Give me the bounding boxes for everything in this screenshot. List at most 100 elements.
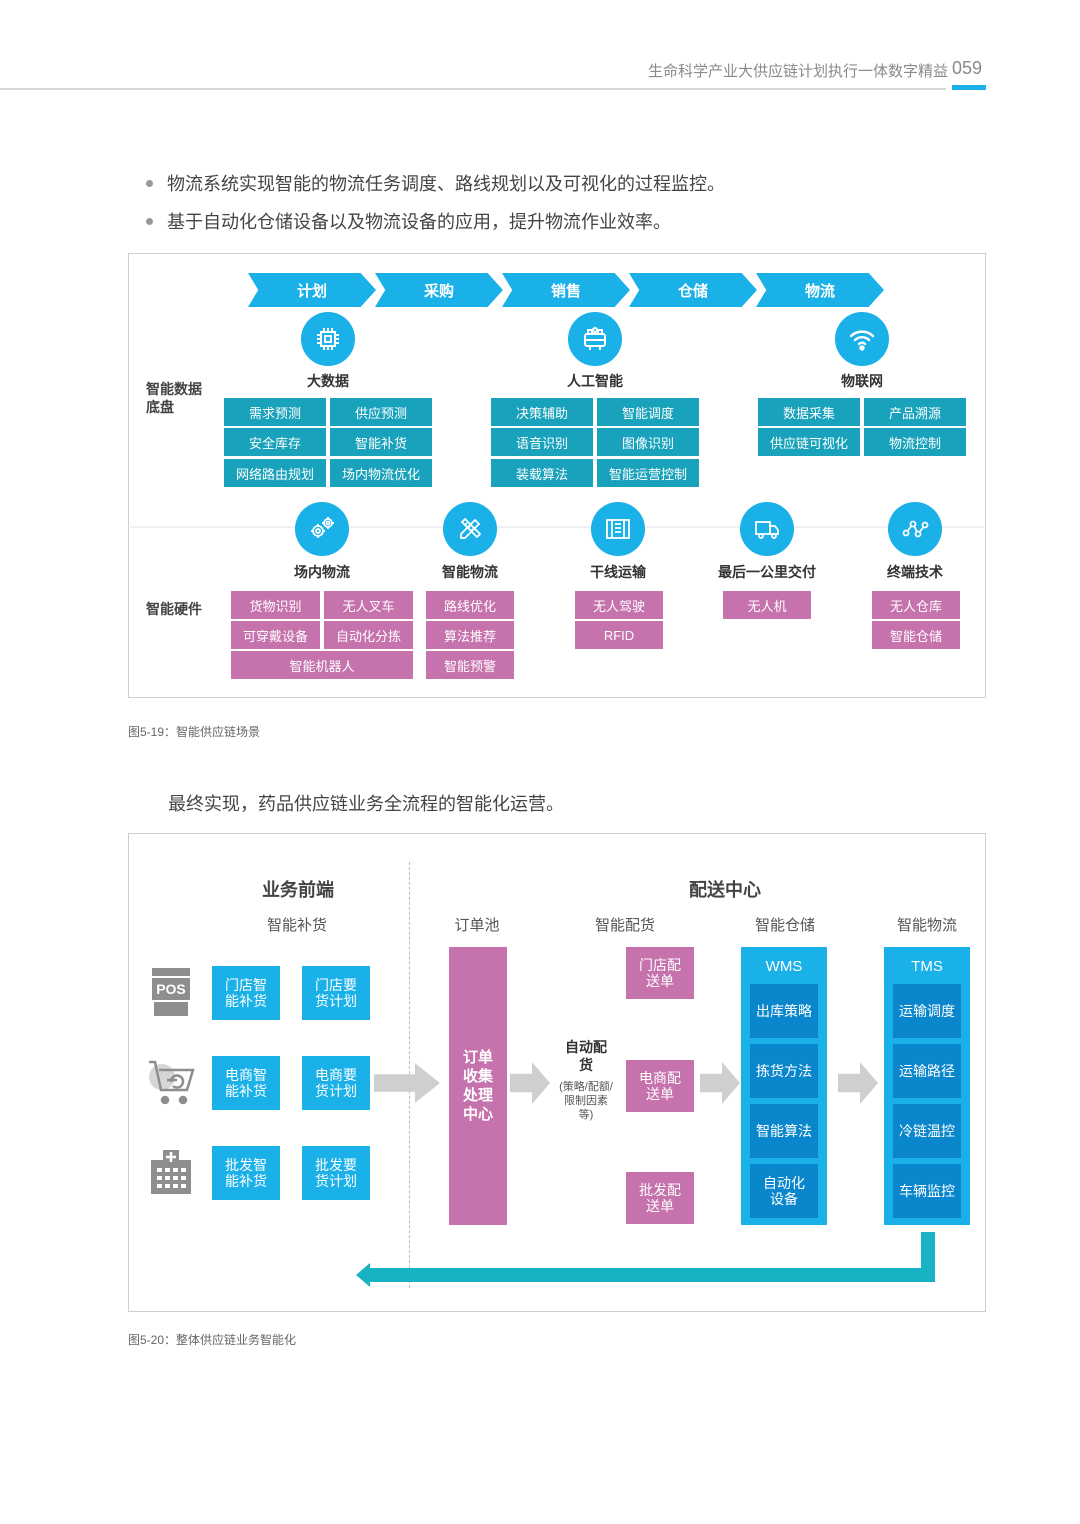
tag-box: 路线优化	[426, 591, 514, 619]
tag-box: 需求预测	[224, 398, 326, 426]
figure-caption: 图5-19：智能供应链场景	[128, 725, 261, 739]
bullet-text: 基于自动化仓储设备以及物流设备的应用，提升物流作业效率。	[167, 212, 671, 232]
chip-icon	[301, 312, 355, 366]
figure-caption: 图5-20：整体供应链业务智能化	[128, 1333, 297, 1347]
tag-box: 无人叉车	[324, 591, 413, 619]
tag-box: 智能补货	[330, 428, 432, 456]
tag-box: 无人驾驶	[575, 591, 663, 619]
column-title: 智能配货	[594, 917, 655, 934]
tag-box: 图像识别	[597, 428, 699, 456]
truck-icon	[740, 502, 794, 556]
group-title-last-mile: 最后一公里交付	[718, 564, 816, 580]
tms-item: 运输路径	[893, 1044, 961, 1098]
tag-box: 场内物流优化	[330, 459, 432, 487]
auto-distribution-note: (策略/配额/限制因素等)	[559, 1081, 613, 1121]
flow-step-storage: 仓储	[629, 273, 757, 307]
section-title-center: 配送中心	[689, 880, 761, 900]
tag-box: 产品溯源	[864, 398, 966, 426]
bullet-dot	[146, 179, 153, 187]
column-title: 智能仓储	[754, 917, 815, 934]
tag-box: 智能预警	[426, 651, 514, 679]
group-title-onsite-logistics: 场内物流	[294, 564, 350, 580]
wms-item: 智能算法	[750, 1104, 818, 1158]
pos-label: POS	[152, 978, 190, 1000]
bullet-item: 物流系统实现智能的物流任务调度、路线规划以及可视化的过程监控。	[146, 170, 725, 196]
section-divider	[130, 526, 984, 528]
tag-box: 物流控制	[864, 428, 966, 456]
flow-step-plan: 计划	[248, 273, 376, 307]
order-box: 电商配送单	[626, 1060, 694, 1112]
tag-box: 供应预测	[330, 398, 432, 426]
return-arrow-head	[356, 1263, 370, 1287]
tag-box: 智能机器人	[231, 651, 413, 679]
robot-icon	[568, 312, 622, 366]
wms-item: 出库策略	[750, 984, 818, 1038]
wms-item: 拣货方法	[750, 1044, 818, 1098]
tag-box: 无人机	[723, 591, 811, 619]
order-box: 批发配送单	[626, 1172, 694, 1224]
pos-icon: POS	[152, 968, 190, 1018]
tms-title: TMS	[911, 957, 943, 975]
tag-box: 智能运营控制	[597, 459, 699, 487]
pencil-ruler-icon	[443, 502, 497, 556]
wifi-icon	[835, 312, 889, 366]
front-box: 电商要货计划	[302, 1056, 370, 1110]
bullet-text: 物流系统实现智能的物流任务调度、路线规划以及可视化的过程监控。	[167, 174, 725, 194]
front-box: 批发要货计划	[302, 1146, 370, 1200]
group-title-trunk-transport: 干线运输	[590, 564, 646, 580]
wms-item: 自动化设备	[750, 1164, 818, 1218]
figure-overall-supply-chain	[128, 833, 986, 1312]
tms-item: 车辆监控	[893, 1164, 961, 1218]
group-title-smart-logistics: 智能物流	[442, 564, 498, 580]
hospital-icon	[148, 1148, 194, 1196]
flow-step-sales: 销售	[502, 273, 630, 307]
flow-step-logistics: 物流	[756, 273, 884, 307]
group-title-terminal-tech: 终端技术	[887, 564, 943, 580]
container-icon	[591, 502, 645, 556]
group-title-iot: 物联网	[841, 373, 883, 389]
paragraph: 最终实现，药品供应链业务全流程的智能化运营。	[168, 794, 564, 814]
tag-box: 网络路由规划	[224, 459, 326, 487]
page-number: 059	[952, 58, 983, 78]
figure-smart-supply-chain	[128, 253, 986, 698]
tag-box: 语音识别	[491, 428, 593, 456]
tag-box: 自动化分拣	[324, 621, 413, 649]
tag-box: 可穿戴设备	[231, 621, 320, 649]
tag-box: 算法推荐	[426, 621, 514, 649]
group-title-big-data: 大数据	[307, 373, 349, 389]
tag-box: 供应链可视化	[758, 428, 860, 456]
tms-item: 运输调度	[893, 984, 961, 1038]
return-arrow-horizontal	[368, 1268, 935, 1282]
tag-box: RFID	[575, 621, 663, 649]
order-box: 门店配送单	[626, 947, 694, 999]
front-box: 电商智能补货	[212, 1056, 280, 1110]
gears-icon	[295, 502, 349, 556]
header-divider	[0, 88, 946, 90]
tag-box: 无人仓库	[872, 591, 960, 619]
network-icon	[888, 502, 942, 556]
header-accent-bar	[952, 85, 986, 90]
running-header-title: 生命科学产业大供应链计划执行一体数字精益	[647, 63, 948, 80]
tag-box: 安全库存	[224, 428, 326, 456]
column-title: 智能补货	[266, 917, 327, 934]
front-box: 门店要货计划	[302, 966, 370, 1020]
tag-box: 决策辅助	[491, 398, 593, 426]
tms-item: 冷链温控	[893, 1104, 961, 1158]
tag-box: 装载算法	[491, 459, 593, 487]
section-title-front: 业务前端	[262, 880, 334, 900]
tag-box: 数据采集	[758, 398, 860, 426]
front-box: 门店智能补货	[212, 966, 280, 1020]
front-box: 批发智能补货	[212, 1146, 280, 1200]
tag-box: 货物识别	[231, 591, 320, 619]
column-title: 订单池	[454, 917, 500, 934]
tag-box: 智能调度	[597, 398, 699, 426]
row-label-data-platform: 智能数据底盘	[146, 381, 202, 415]
group-title-ai: 人工智能	[567, 373, 623, 389]
bullet-dot	[146, 217, 153, 225]
ecommerce-cart-icon	[145, 1056, 197, 1108]
flow-step-purchase: 采购	[375, 273, 503, 307]
order-pool-box: 订单收集处理中心	[449, 947, 507, 1225]
auto-distribution-title: 自动配货	[565, 1039, 607, 1073]
wms-title: WMS	[765, 957, 803, 975]
row-label-smart-hardware: 智能硬件	[146, 601, 202, 617]
